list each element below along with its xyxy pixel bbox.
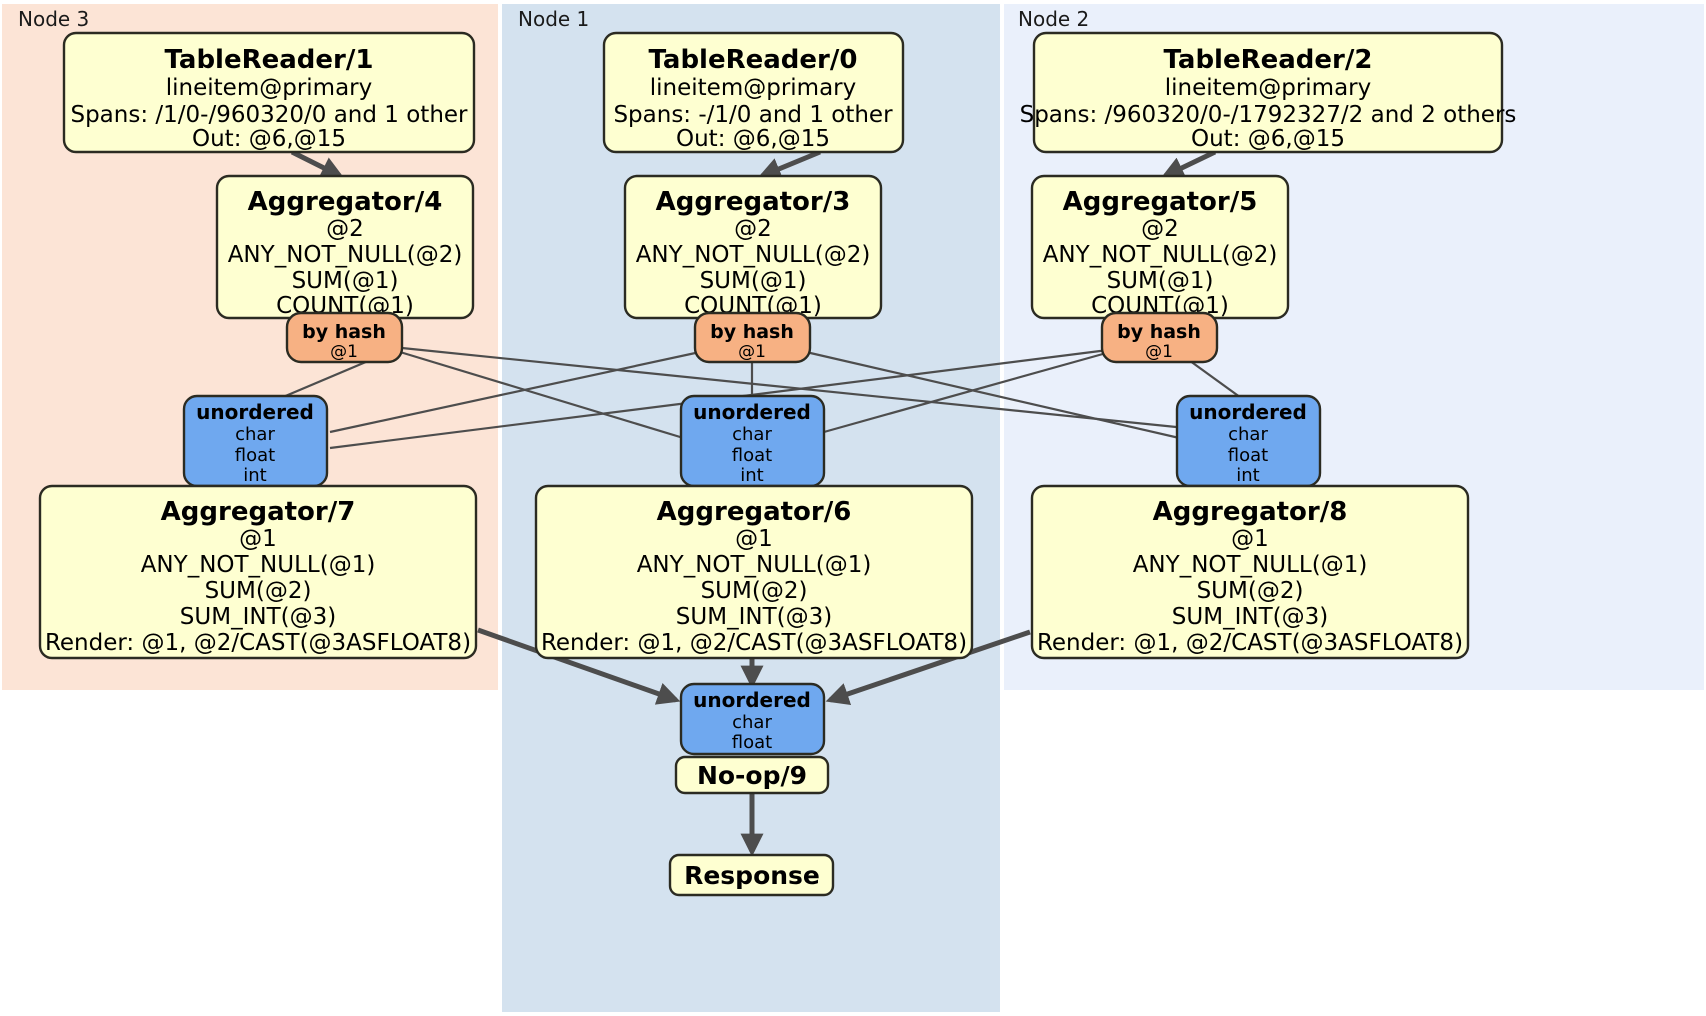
node-by-hash-center-title: by hash (710, 321, 794, 343)
node-tablereader-0[interactable]: TableReader/0 lineitem@primary Spans: -/… (602, 31, 905, 154)
node-response[interactable]: Response (668, 853, 835, 897)
svg-text:Out: @6,@15: Out: @6,@15 (192, 126, 346, 152)
svg-text:char: char (1228, 424, 1268, 445)
svg-text:Spans: /1/0-/960320/0 and 1 ot: Spans: /1/0-/960320/0 and 1 other (70, 102, 468, 128)
svg-text:@2: @2 (326, 216, 364, 242)
node-aggregator-5-title: Aggregator/5 (1063, 187, 1258, 217)
svg-text:@1: @1 (1145, 342, 1173, 362)
svg-text:ANY_NOT_NULL(@2): ANY_NOT_NULL(@2) (1043, 242, 1278, 268)
svg-text:int: int (243, 465, 266, 486)
svg-text:lineitem@primary: lineitem@primary (1165, 75, 1371, 101)
svg-text:@1: @1 (330, 342, 358, 362)
node-by-hash-left[interactable]: by hash @1 (285, 311, 404, 364)
node-noop-9-title: No-op/9 (697, 761, 807, 790)
svg-text:SUM_INT(@3): SUM_INT(@3) (1172, 604, 1328, 630)
node-aggregator-6-title: Aggregator/6 (657, 497, 852, 527)
edge-hashleft-to-unorderedright (401, 346, 1187, 430)
svg-text:SUM_INT(@3): SUM_INT(@3) (676, 604, 832, 630)
svg-text:float: float (235, 445, 275, 466)
svg-text:SUM(@1): SUM(@1) (1107, 268, 1214, 294)
edge-hashleft-to-unorderedcenter (399, 350, 691, 442)
svg-text:lineitem@primary: lineitem@primary (650, 75, 856, 101)
node-by-hash-right[interactable]: by hash @1 (1100, 311, 1219, 364)
panel-node-1-label: Node 1 (518, 7, 589, 31)
edge-tablereader1-to-aggregator4 (290, 149, 345, 179)
node-unordered-final[interactable]: unordered char float (679, 682, 826, 756)
svg-text:SUM(@2): SUM(@2) (701, 578, 808, 604)
node-tablereader-2-title: TableReader/2 (1164, 45, 1373, 75)
node-response-title: Response (684, 861, 820, 890)
edge-aggregator8-to-unorderedfinal (825, 629, 1031, 705)
svg-text:Spans: -/1/0 and 1 other: Spans: -/1/0 and 1 other (613, 102, 893, 128)
node-aggregator-7-title: Aggregator/7 (161, 497, 356, 527)
node-unordered-right-title: unordered (1189, 400, 1307, 424)
svg-text:@2: @2 (1141, 216, 1179, 242)
node-aggregator-3-title: Aggregator/3 (656, 187, 851, 217)
svg-text:SUM(@2): SUM(@2) (205, 578, 312, 604)
svg-text:Render: @1, @2/CAST(@3ASFLOAT8: Render: @1, @2/CAST(@3ASFLOAT8) (541, 630, 967, 656)
node-unordered-center[interactable]: unordered char float int (679, 394, 826, 488)
node-aggregator-8[interactable]: Aggregator/8 @1 ANY_NOT_NULL(@1) SUM(@2)… (1030, 484, 1470, 660)
svg-text:@1: @1 (1231, 526, 1269, 552)
edge-hashcenter-to-unorderedleft (329, 350, 701, 434)
svg-text:ANY_NOT_NULL(@1): ANY_NOT_NULL(@1) (141, 552, 376, 578)
node-unordered-left-title: unordered (196, 400, 314, 424)
edge-hashright-to-unorderedcenter (823, 350, 1111, 434)
svg-text:Out: @6,@15: Out: @6,@15 (676, 126, 830, 152)
svg-text:ANY_NOT_NULL(@1): ANY_NOT_NULL(@1) (1133, 552, 1368, 578)
svg-text:int: int (740, 465, 763, 486)
svg-text:SUM(@1): SUM(@1) (700, 268, 807, 294)
node-by-hash-center[interactable]: by hash @1 (693, 311, 812, 364)
node-by-hash-right-title: by hash (1117, 321, 1201, 343)
node-unordered-center-title: unordered (693, 400, 811, 424)
node-aggregator-5[interactable]: Aggregator/5 @2 ANY_NOT_NULL(@2) SUM(@1)… (1030, 174, 1290, 320)
edge-hashright-to-unorderedright (1185, 357, 1245, 401)
svg-text:char: char (235, 424, 275, 445)
node-unordered-left[interactable]: unordered char float int (182, 394, 329, 488)
svg-text:SUM(@1): SUM(@1) (292, 268, 399, 294)
svg-text:ANY_NOT_NULL(@1): ANY_NOT_NULL(@1) (637, 552, 872, 578)
panel-node-3-label: Node 3 (18, 7, 89, 31)
svg-text:SUM(@2): SUM(@2) (1197, 578, 1304, 604)
node-aggregator-4-title: Aggregator/4 (248, 187, 443, 217)
svg-text:ANY_NOT_NULL(@2): ANY_NOT_NULL(@2) (228, 242, 463, 268)
svg-text:Render: @1, @2/CAST(@3ASFLOAT8: Render: @1, @2/CAST(@3ASFLOAT8) (1037, 630, 1463, 656)
node-tablereader-1-title: TableReader/1 (165, 45, 374, 75)
svg-text:@1: @1 (738, 342, 766, 362)
svg-text:@2: @2 (734, 216, 772, 242)
panel-node-2-label: Node 2 (1018, 7, 1089, 31)
node-aggregator-8-title: Aggregator/8 (1153, 497, 1348, 527)
node-aggregator-4[interactable]: Aggregator/4 @2 ANY_NOT_NULL(@2) SUM(@1)… (215, 174, 475, 320)
node-by-hash-left-title: by hash (302, 321, 386, 343)
edge-hashcenter-to-unorderedright (805, 350, 1189, 442)
node-unordered-right[interactable]: unordered char float int (1175, 394, 1322, 488)
svg-text:Out: @6,@15: Out: @6,@15 (1191, 126, 1345, 152)
node-aggregator-3[interactable]: Aggregator/3 @2 ANY_NOT_NULL(@2) SUM(@1)… (623, 174, 883, 320)
node-aggregator-7[interactable]: Aggregator/7 @1 ANY_NOT_NULL(@1) SUM(@2)… (38, 484, 478, 660)
svg-text:ANY_NOT_NULL(@2): ANY_NOT_NULL(@2) (636, 242, 871, 268)
edge-hashleft-to-unorderedleft (275, 354, 381, 402)
node-unordered-final-title: unordered (693, 688, 811, 712)
svg-text:@1: @1 (735, 526, 773, 552)
svg-text:float: float (1228, 445, 1268, 466)
node-aggregator-6[interactable]: Aggregator/6 @1 ANY_NOT_NULL(@1) SUM(@2)… (534, 484, 974, 660)
svg-text:Render: @1, @2/CAST(@3ASFLOAT8: Render: @1, @2/CAST(@3ASFLOAT8) (45, 630, 471, 656)
svg-text:SUM_INT(@3): SUM_INT(@3) (180, 604, 336, 630)
svg-text:Spans: /960320/0-/1792327/2 an: Spans: /960320/0-/1792327/2 and 2 others (1020, 102, 1517, 128)
edge-tablereader0-to-aggregator3 (757, 149, 821, 180)
svg-text:char: char (732, 424, 772, 445)
svg-text:lineitem@primary: lineitem@primary (166, 75, 372, 101)
svg-text:float: float (732, 445, 772, 466)
svg-text:int: int (1236, 465, 1259, 486)
node-noop-9[interactable]: No-op/9 (674, 755, 830, 795)
node-tablereader-0-title: TableReader/0 (649, 45, 858, 75)
svg-text:@1: @1 (239, 526, 277, 552)
svg-text:float: float (732, 732, 772, 753)
svg-text:char: char (732, 712, 772, 733)
node-tablereader-1[interactable]: TableReader/1 lineitem@primary Spans: /1… (62, 31, 476, 154)
node-tablereader-2[interactable]: TableReader/2 lineitem@primary Spans: /9… (1020, 31, 1517, 154)
edge-tablereader2-to-aggregator5 (1160, 149, 1217, 179)
edge-aggregator7-to-unorderedfinal (477, 627, 681, 705)
